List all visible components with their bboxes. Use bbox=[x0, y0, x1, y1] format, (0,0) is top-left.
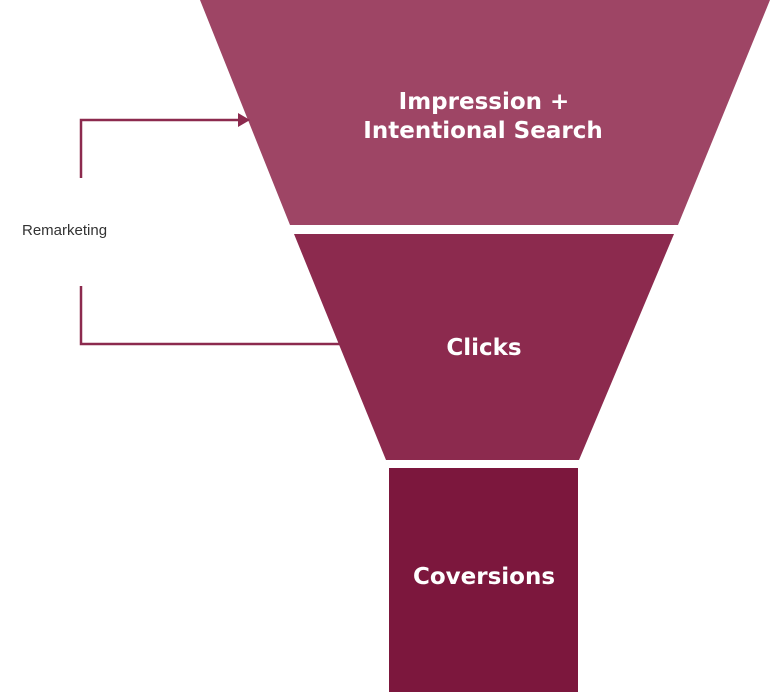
remarketing-loop-lower-line bbox=[79, 286, 340, 346]
stage-shape-clicks bbox=[294, 234, 674, 460]
remarketing-label: Remarketing bbox=[22, 222, 107, 239]
stage-shape-conversions bbox=[389, 468, 578, 692]
stage-label-clicks-line-1: Clicks bbox=[446, 335, 521, 361]
remarketing-arrowhead-icon bbox=[238, 113, 250, 127]
stage-label-impression-line-2: Intentional Search bbox=[363, 118, 602, 144]
stage-label-conversions-line-1: Coversions bbox=[413, 564, 555, 590]
stage-label-impression: Impression + Intentional Search bbox=[363, 89, 602, 144]
remarketing-loop-upper-line bbox=[79, 118, 238, 178]
stage-shape-impression bbox=[200, 0, 770, 225]
funnel-stage-conversions: Coversions bbox=[389, 468, 578, 692]
stage-label-conversions: Coversions bbox=[413, 564, 555, 590]
remarketing-loop: Remarketing bbox=[22, 113, 340, 346]
funnel-stage-impression: Impression + Intentional Search bbox=[200, 0, 770, 225]
funnel-stage-clicks: Clicks bbox=[294, 234, 674, 460]
stage-label-clicks: Clicks bbox=[446, 335, 521, 361]
stage-label-impression-line-1: Impression + bbox=[399, 89, 570, 115]
